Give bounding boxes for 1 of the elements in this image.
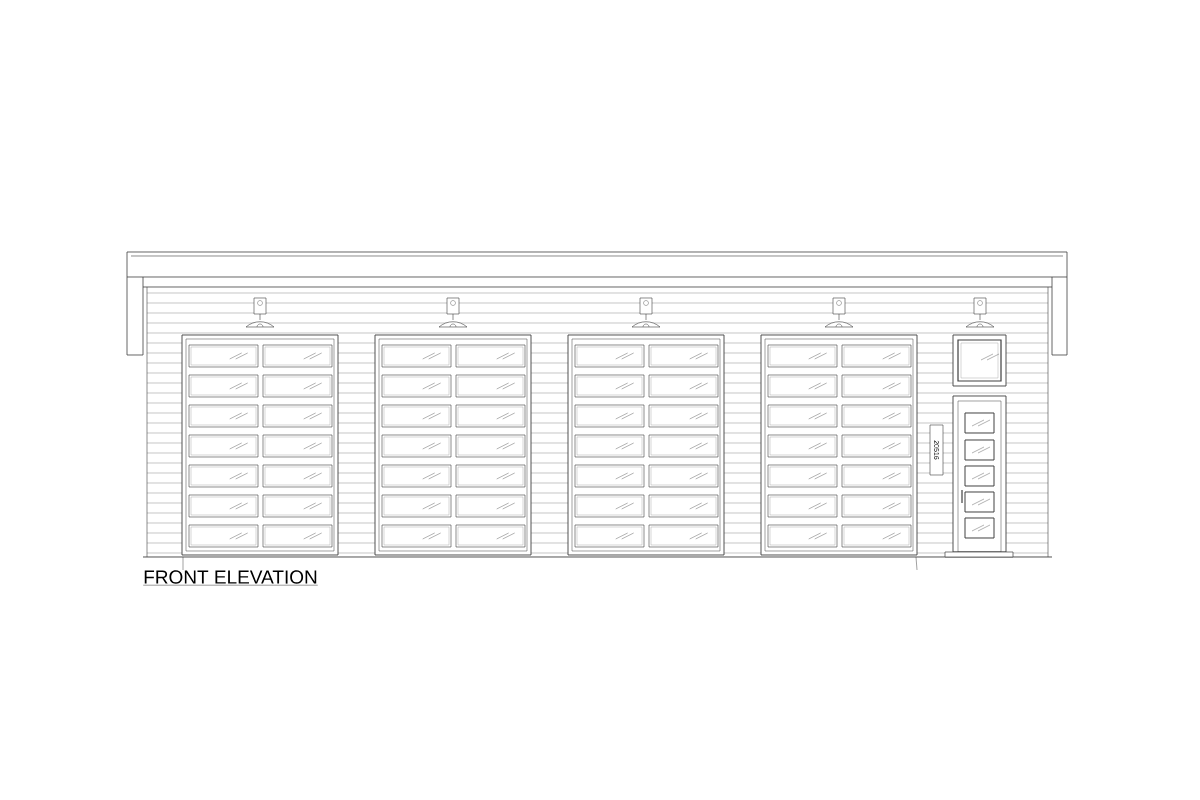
title: FRONT ELEVATION <box>143 570 318 586</box>
